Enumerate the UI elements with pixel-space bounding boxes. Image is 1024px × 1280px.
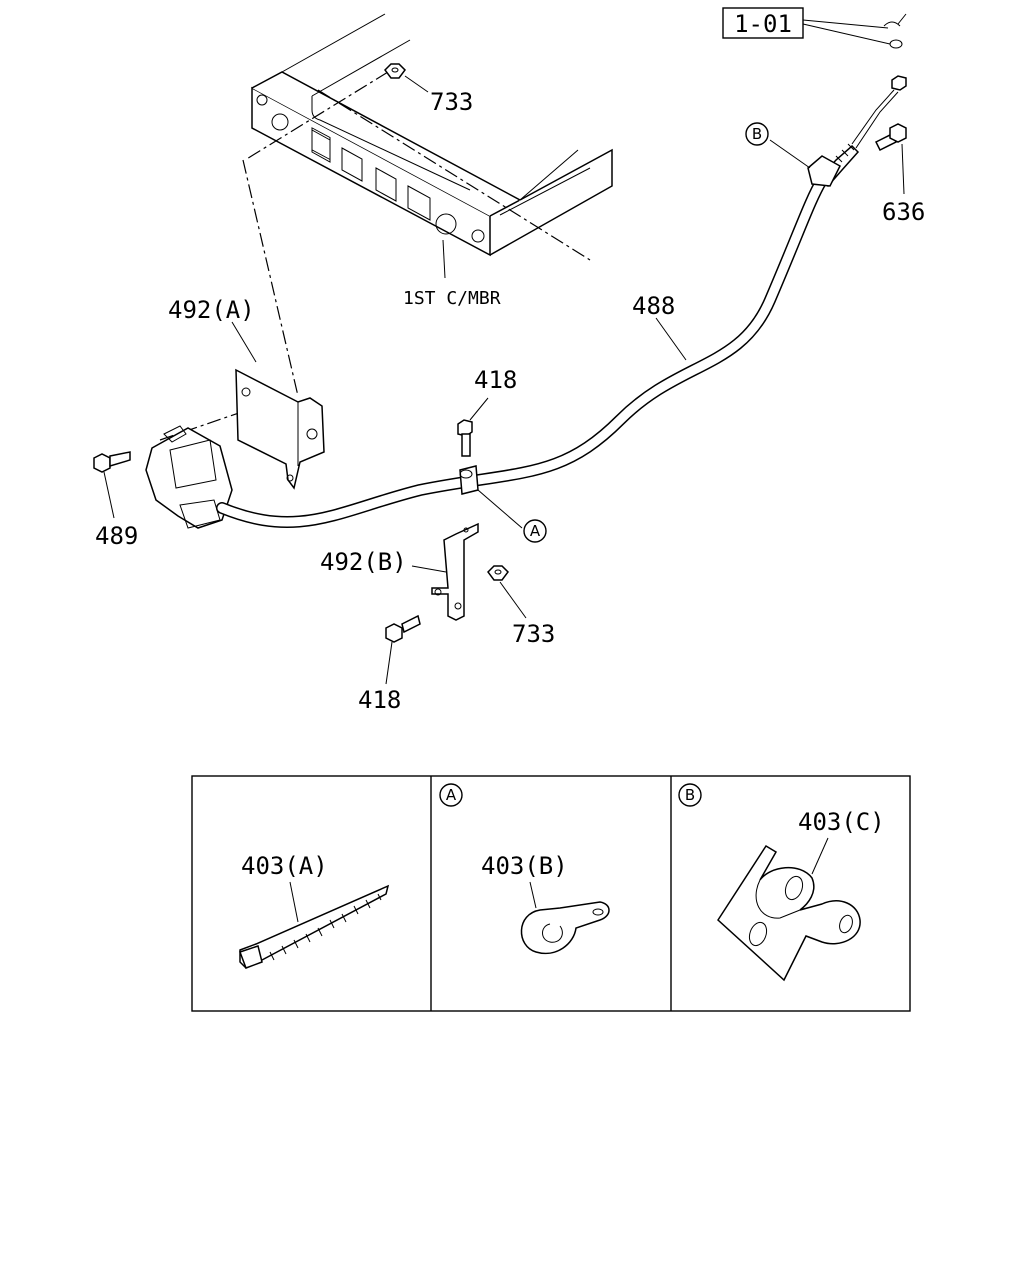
parking-brake-lever[interactable] — [145, 425, 233, 529]
detail-panels — [191, 775, 911, 1012]
detail-panel-1[interactable]: 403(A) — [239, 852, 390, 969]
figure-reference-label: 1-01 — [734, 10, 792, 38]
panel-3-part-label: 403(C) — [798, 808, 885, 836]
bolt-left[interactable]: 489 — [93, 451, 138, 550]
bolt-right[interactable]: 636 — [874, 123, 925, 226]
callout-b-label: B — [752, 125, 762, 143]
crossmember-label: 1ST C/MBR — [403, 288, 501, 309]
reference-leader — [802, 13, 907, 49]
bolt-mid-label: 418 — [474, 366, 517, 394]
cable-label: 488 — [632, 292, 675, 320]
bolt-lower-label: 418 — [358, 686, 401, 714]
bolt-left-label: 489 — [95, 522, 138, 550]
callout-a-label: A — [530, 522, 541, 540]
callout-a[interactable]: A — [523, 519, 547, 543]
clamp-b-on-cable — [769, 139, 841, 187]
bracket-a[interactable]: 492(A) — [168, 296, 325, 490]
bolt-mid[interactable]: 418 — [457, 366, 517, 457]
panel-2-part-label: 403(B) — [481, 852, 568, 880]
bolt-lower[interactable]: 418 — [358, 614, 421, 714]
nut-top-label: 733 — [430, 88, 473, 116]
bracket-b-label: 492(B) — [320, 548, 407, 576]
nut-lower-label: 733 — [512, 620, 555, 648]
bracket-b[interactable]: 492(B) — [320, 522, 479, 621]
panel-2-marker: A — [446, 786, 457, 804]
crossmember-label-group: 1ST C/MBR — [403, 239, 501, 309]
callout-b[interactable]: B — [745, 122, 769, 146]
detail-panel-3[interactable]: B 403(C) — [678, 783, 885, 982]
brake-cable[interactable]: 488 — [216, 174, 828, 528]
panel-3-marker: B — [685, 786, 695, 804]
bracket-a-label: 492(A) — [168, 296, 255, 324]
panel-1-part-label: 403(A) — [241, 852, 328, 880]
nut-lower[interactable]: 733 — [487, 565, 555, 648]
figure-reference[interactable]: 1-01 — [722, 7, 804, 39]
crossmember — [251, 13, 613, 257]
nut-top[interactable]: 733 — [384, 63, 473, 116]
bolt-right-label: 636 — [882, 198, 925, 226]
clip-a-on-cable — [459, 465, 523, 529]
detail-panel-2[interactable]: A 403(B) — [439, 783, 610, 955]
